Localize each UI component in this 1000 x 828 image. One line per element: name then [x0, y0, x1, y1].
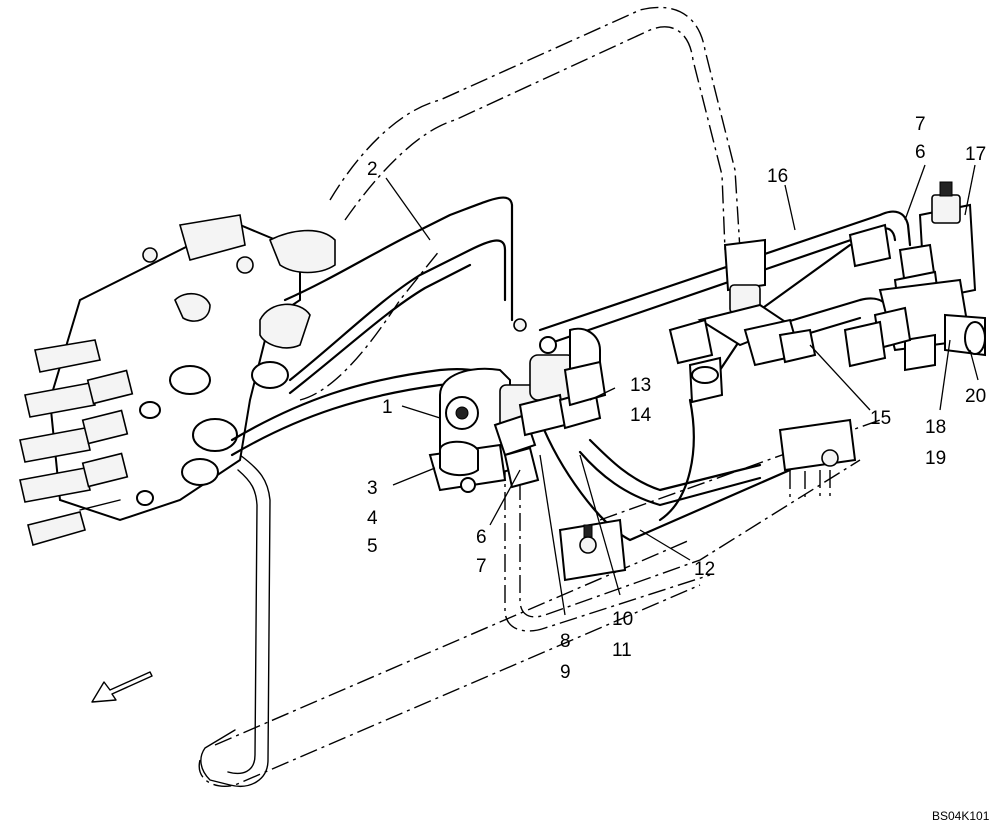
callout-labels: 1 2 3 4 5 6 7 6 7 8 9 10 11 12 13 14 15 …: [367, 114, 986, 683]
lower-tube-loop: [200, 454, 271, 787]
tee-fittings-center: [668, 238, 817, 404]
callout-14: 14: [630, 405, 652, 426]
callout-6a: 6: [476, 527, 487, 548]
callout-20: 20: [965, 386, 986, 407]
callout-11: 11: [612, 640, 632, 661]
callout-6b: 6: [915, 142, 926, 163]
leader-lines: [385, 164, 979, 616]
callout-4: 4: [367, 508, 378, 529]
relief-valve-assembly: [843, 181, 986, 372]
callout-10: 10: [612, 609, 633, 630]
callout-3: 3: [367, 478, 378, 499]
direction-arrow-icon: [91, 671, 153, 703]
tube-set: [230, 196, 912, 542]
mounting-brackets: [558, 418, 857, 582]
callout-1: 1: [382, 397, 393, 418]
callout-17: 17: [965, 144, 986, 165]
callout-7b: 7: [915, 114, 926, 135]
control-valve-bank: [19, 214, 336, 546]
callout-2: 2: [367, 159, 378, 180]
callout-8: 8: [560, 631, 571, 652]
callout-18: 18: [925, 417, 946, 438]
callout-13: 13: [630, 375, 651, 396]
drawing-code: BS04K101: [932, 809, 990, 823]
callout-12: 12: [694, 559, 715, 580]
callout-7a: 7: [476, 556, 487, 577]
valve-block: [428, 336, 576, 493]
callout-5: 5: [367, 536, 378, 557]
callout-9: 9: [560, 662, 571, 683]
callout-19: 19: [925, 448, 946, 469]
callout-15: 15: [870, 408, 891, 429]
callout-16: 16: [767, 166, 788, 187]
